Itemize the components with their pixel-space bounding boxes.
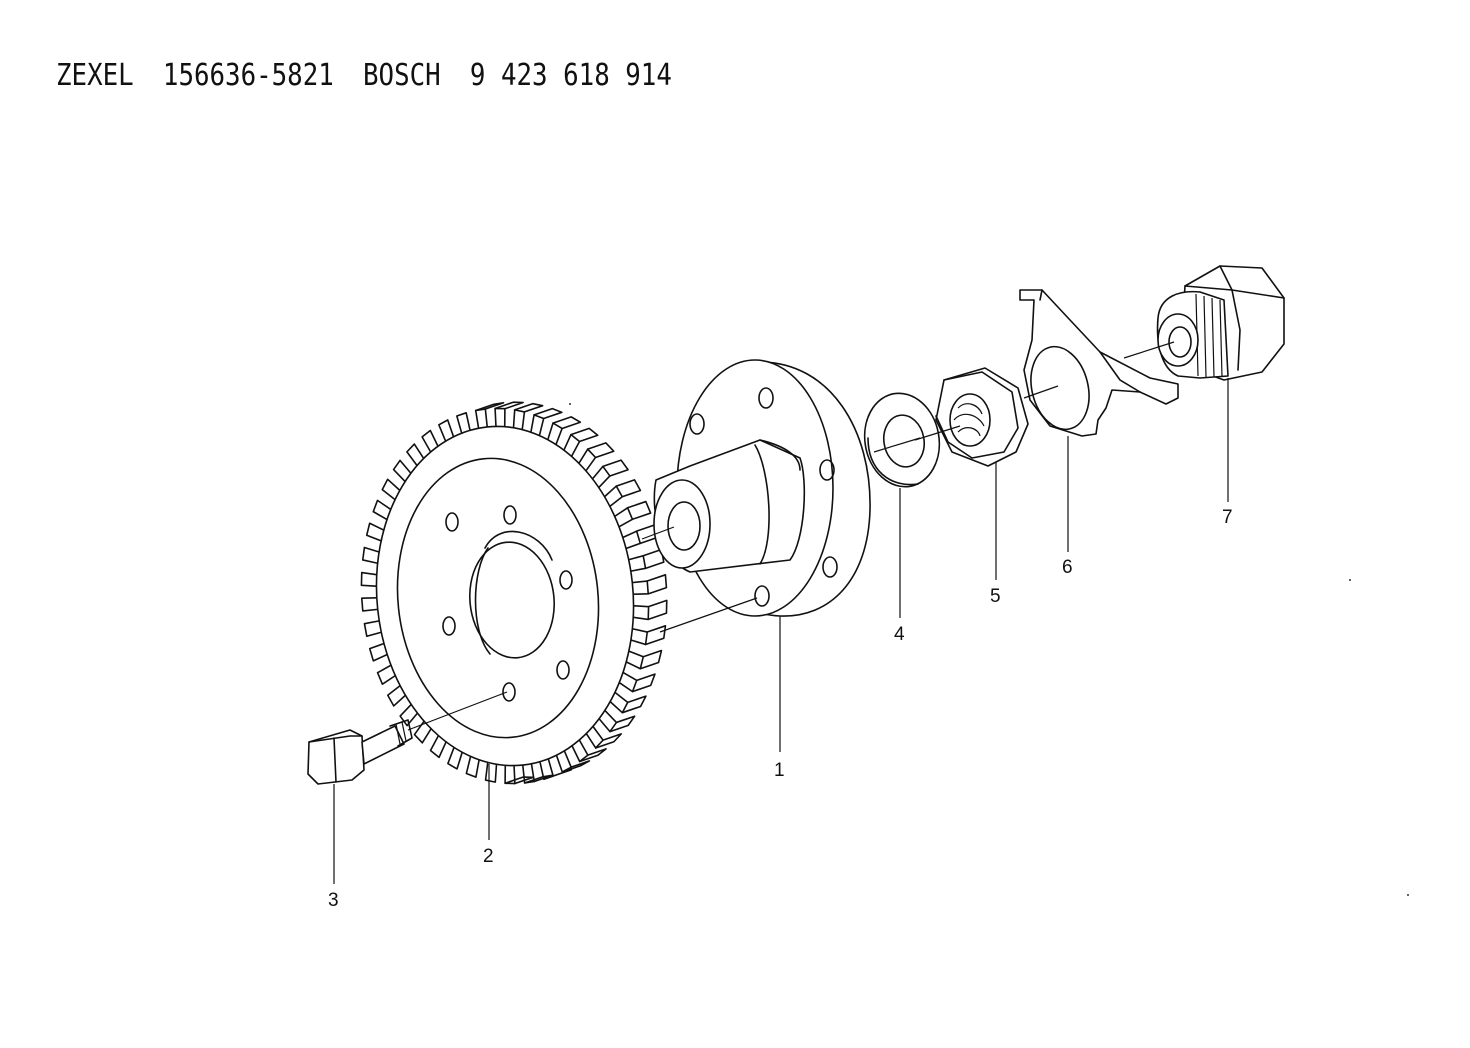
gear-tooth: [361, 546, 380, 565]
gear-tooth: [413, 720, 432, 744]
gear-teeth: [360, 401, 668, 785]
gear-tooth: [530, 414, 545, 437]
gear-tooth: [621, 530, 642, 550]
gear-tooth: [591, 465, 611, 489]
gear-tooth: [372, 499, 392, 521]
bosch-part-number: 9 423 618 914: [469, 58, 672, 93]
gear-tooth: [630, 627, 649, 646]
gear-tooth: [381, 478, 401, 501]
gear-tooth-face: [626, 500, 652, 521]
cap-nut-part-7: [1156, 265, 1285, 381]
gear-tooth-face: [570, 427, 599, 443]
gear-tooth: [627, 554, 647, 572]
lock-plate-part-6: [1019, 289, 1179, 437]
gear-tooth: [609, 691, 629, 714]
gear-tooth: [598, 709, 618, 733]
gear-tooth: [521, 762, 536, 784]
gear-bolt-holes: [442, 505, 573, 702]
gear-tooth: [365, 522, 385, 542]
gear-tooth-face: [578, 748, 607, 763]
gear-tooth-face: [646, 574, 668, 595]
gear-tooth-face: [621, 695, 647, 714]
gear-tooth: [447, 746, 464, 770]
callout-7: 7: [1222, 507, 1233, 528]
hub-flange-part-1: [653, 359, 871, 617]
gear-tooth: [578, 448, 597, 472]
scan-specks: [569, 403, 1409, 896]
bolt-part-3: [307, 719, 413, 785]
gear-tooth: [625, 650, 645, 670]
gear-tooth: [632, 604, 650, 621]
gear-tooth: [555, 750, 572, 773]
gear-tooth-face: [504, 776, 534, 785]
maker-bosch: BOSCH: [363, 58, 441, 93]
gear-tooth-face: [586, 442, 615, 459]
gear-tooth: [421, 429, 439, 453]
gear-tooth: [603, 485, 624, 508]
callout-1: 1: [774, 760, 785, 781]
gear-tooth: [631, 580, 650, 595]
gear-tooth: [504, 764, 516, 785]
gear-tooth-face: [602, 459, 629, 477]
gear-tooth: [438, 419, 455, 442]
gear-tooth: [465, 755, 480, 778]
diagram-title: ZEXEL 156636-5821 BOSCH 9 423 618 914: [56, 58, 701, 93]
gear-tooth-face: [609, 715, 636, 733]
callout-6: 6: [1062, 557, 1073, 578]
gear-tooth: [363, 620, 383, 638]
gear-tooth: [613, 507, 634, 528]
gear-tooth: [406, 443, 425, 467]
maker-zexel: ZEXEL: [56, 58, 134, 93]
gear-tooth-face: [552, 416, 582, 430]
gear-tooth-face: [543, 768, 573, 780]
gear-tooth: [474, 408, 489, 430]
spring-washer-part-4: [863, 392, 941, 488]
assembly-axis-lines: [407, 341, 1175, 731]
gear-tooth: [618, 671, 638, 693]
gear-tooth-face: [631, 673, 656, 693]
gear-tooth: [376, 664, 397, 685]
gear-tooth: [512, 409, 526, 431]
callout-5: 5: [990, 586, 1001, 607]
gear-tooth: [494, 407, 506, 428]
gear-tooth: [360, 571, 378, 588]
gear-tooth-face: [644, 625, 667, 646]
gear-tooth: [571, 739, 589, 763]
gear-tooth: [456, 412, 471, 434]
gear-tooth-face: [474, 401, 505, 412]
gear-tooth: [563, 433, 581, 458]
gear-tooth-face: [533, 407, 563, 420]
callout-3: 3: [328, 890, 339, 911]
gear-tooth: [546, 422, 563, 446]
gear-tooth: [585, 725, 604, 749]
gear-tooth-face: [639, 649, 663, 670]
callout-labels: 1 2 3 4 5 6 7: [328, 507, 1233, 911]
gear-part-2: [360, 401, 668, 785]
gear-tooth: [429, 734, 447, 759]
zexel-part-number: 156636-5821: [162, 58, 334, 93]
gear-tooth-face: [561, 760, 591, 773]
gear-tooth-face: [647, 599, 668, 621]
gear-tooth-face: [513, 402, 544, 413]
gear-tooth: [386, 684, 407, 707]
callout-2: 2: [483, 846, 494, 867]
gear-tooth: [392, 459, 412, 483]
gear-tooth: [484, 761, 498, 783]
hub-bolt-holes: [689, 387, 838, 607]
gear-tooth: [368, 642, 389, 662]
gear-tooth: [360, 597, 379, 612]
gear-tooth-face: [615, 479, 642, 498]
gear-tooth-face: [594, 733, 623, 749]
hex-nut-part-5: [935, 367, 1029, 467]
gear-tooth-face: [523, 774, 554, 784]
gear-tooth-face: [494, 401, 524, 410]
leader-lines: [333, 378, 1229, 884]
callout-4: 4: [894, 624, 905, 645]
